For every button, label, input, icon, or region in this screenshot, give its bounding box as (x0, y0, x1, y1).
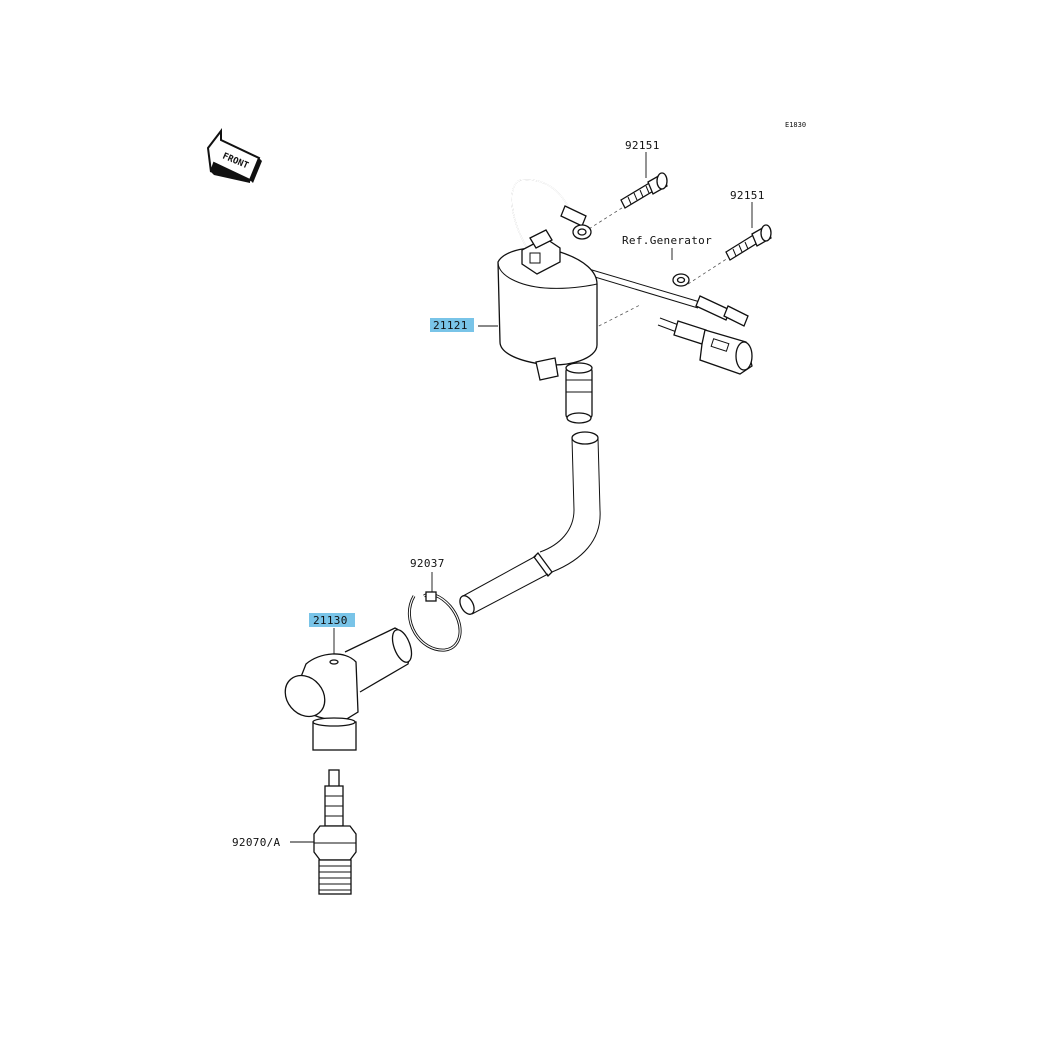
spark-plug-cap (284, 627, 413, 751)
bolt-right (725, 224, 772, 261)
spark-plug (313, 769, 357, 895)
callout-plug-cap: 21130 (313, 614, 348, 627)
generator-washer (672, 273, 690, 287)
front-arrow-icon (206, 128, 262, 183)
clamp (407, 591, 462, 652)
ignition-coil (497, 179, 598, 424)
callout-ignition-coil: 21121 (433, 319, 468, 332)
callout-bolt-top: 92151 (625, 139, 660, 152)
bolt-top (620, 172, 668, 209)
high-tension-lead (459, 431, 601, 615)
coupler-connector (657, 317, 753, 375)
wire-terminal (695, 295, 749, 327)
diagram-code: E1830 (785, 121, 806, 129)
callout-ref-generator: Ref.Generator (622, 234, 712, 247)
callout-plug-cap-highlight (309, 613, 355, 627)
callout-spark-plug: 92070/A (232, 836, 281, 849)
callout-clamp: 92037 (410, 557, 445, 570)
callout-bolt-right: 92151 (730, 189, 765, 202)
callout-ignition-coil-highlight (430, 318, 474, 332)
